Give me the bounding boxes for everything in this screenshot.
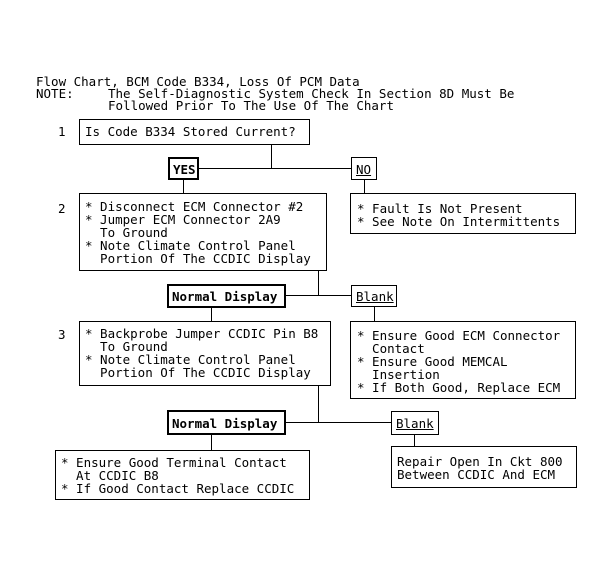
connector <box>318 270 319 296</box>
connector <box>318 385 319 422</box>
blank-2-result-line: Repair Open In Ckt 800 <box>397 454 563 469</box>
blank-1-result-line: * Ensure Good MEMCAL <box>357 354 508 369</box>
chart-title: Flow Chart, BCM Code B334, Loss Of PCM D… <box>36 74 360 89</box>
connector <box>364 180 365 193</box>
connector <box>211 307 212 321</box>
step-3-box: * Backprobe Jumper CCDIC Pin B8 To Groun… <box>79 321 331 386</box>
connector <box>374 307 375 321</box>
connector <box>199 168 352 169</box>
step-number-3: 3 <box>58 327 66 342</box>
connector <box>183 180 184 193</box>
step-number-2: 2 <box>58 201 66 216</box>
step-number-1: 1 <box>58 124 66 139</box>
step-3-line: To Ground <box>85 339 168 354</box>
step-2-line: * Note Climate Control Panel <box>85 238 296 253</box>
connector <box>211 434 212 450</box>
connector <box>414 434 415 446</box>
blank-1-result-box: * Ensure Good ECM Connector Contact * En… <box>350 321 576 399</box>
normal-display-decision-2: Normal Display <box>167 410 286 435</box>
note-line-1: The Self-Diagnostic System Check In Sect… <box>108 86 515 101</box>
step-3-line: * Backprobe Jumper CCDIC Pin B8 <box>85 326 319 341</box>
blank-2-result-line: Between CCDIC And ECM <box>397 467 556 482</box>
yes-label: YES <box>173 162 196 177</box>
normal-2-result-line: * Ensure Good Terminal Contact <box>61 455 287 470</box>
blank-1-result-line: * Ensure Good ECM Connector <box>357 328 561 343</box>
normal-display-decision-1: Normal Display <box>167 284 286 308</box>
step-1-box: Is Code B334 Stored Current? <box>79 119 310 145</box>
step-2-line: * Disconnect ECM Connector #2 <box>85 199 304 214</box>
normal-2-result-line: * If Good Contact Replace CCDIC <box>61 481 295 496</box>
no-label: NO <box>356 162 372 177</box>
connector <box>271 144 272 169</box>
blank-label-1: Blank <box>356 289 394 304</box>
blank-label-2: Blank <box>396 416 434 431</box>
no-result-line: * See Note On Intermittents <box>357 214 561 229</box>
step-2-box: * Disconnect ECM Connector #2 * Jumper E… <box>79 193 327 271</box>
blank-1-result-line: * If Both Good, Replace ECM <box>357 380 561 395</box>
blank-2-result-box: Repair Open In Ckt 800 Between CCDIC And… <box>391 446 577 488</box>
yes-decision: YES <box>168 157 199 180</box>
step-1-text: Is Code B334 Stored Current? <box>85 124 296 139</box>
note-line-2: Followed Prior To The Use Of The Chart <box>108 98 394 113</box>
no-decision: NO <box>351 157 377 180</box>
connector <box>286 295 352 296</box>
step-2-line: * Jumper ECM Connector 2A9 <box>85 212 281 227</box>
normal-2-result-box: * Ensure Good Terminal Contact At CCDIC … <box>55 450 310 500</box>
step-2-line: Portion Of The CCDIC Display <box>85 251 311 266</box>
blank-1-result-line: Insertion <box>357 367 440 382</box>
step-3-line: Portion Of The CCDIC Display <box>85 365 311 380</box>
normal-display-label-1: Normal Display <box>172 289 278 304</box>
normal-display-label-2: Normal Display <box>172 416 278 431</box>
step-2-line: To Ground <box>85 225 168 240</box>
blank-decision-2: Blank <box>391 411 439 435</box>
step-3-line: * Note Climate Control Panel <box>85 352 296 367</box>
normal-2-result-line: At CCDIC B8 <box>61 468 159 483</box>
no-result-box: * Fault Is Not Present * See Note On Int… <box>350 193 576 234</box>
blank-1-result-line: Contact <box>357 341 425 356</box>
note-label: NOTE: <box>36 86 74 101</box>
blank-decision-1: Blank <box>351 285 397 307</box>
connector <box>286 422 392 423</box>
no-result-line: * Fault Is Not Present <box>357 201 523 216</box>
